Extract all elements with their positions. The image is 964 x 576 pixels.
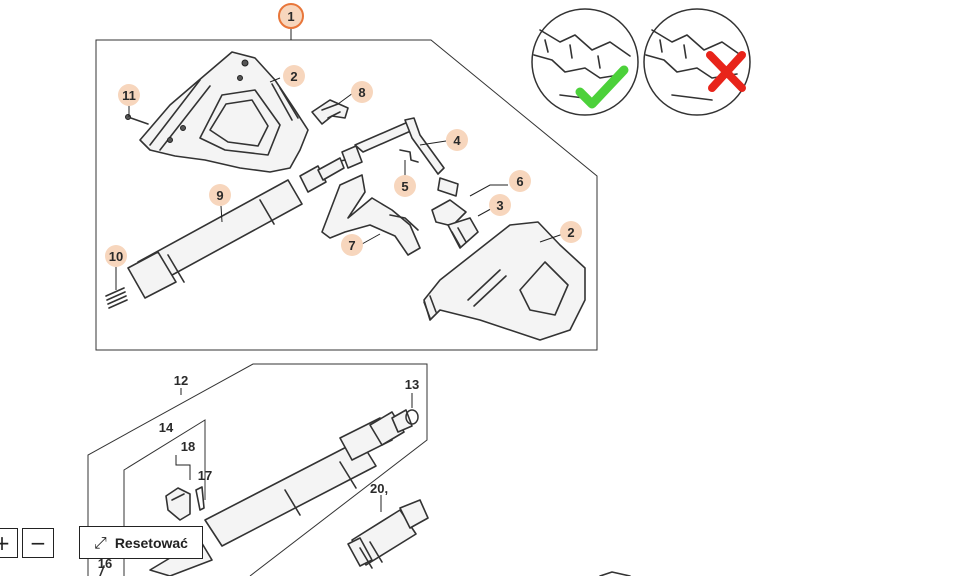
expand-icon: ⤢ (94, 532, 107, 552)
assembly-12-frame (87, 363, 428, 576)
spring-part (105, 287, 128, 309)
svg-text:1: 1 (287, 9, 294, 24)
pin-part (399, 149, 419, 163)
bottom-part-stub (599, 571, 631, 576)
minus-icon: − (29, 531, 47, 555)
callout-1: 1 (278, 3, 304, 29)
reset-label: Resetować (114, 534, 188, 551)
correct-installation-indicator (531, 8, 639, 116)
leader-18 (175, 455, 191, 480)
wrong-installation-indicator (643, 8, 751, 116)
callout-5: 5 (394, 175, 416, 197)
handle-half-left (139, 51, 309, 173)
callout-6: 6 (509, 170, 531, 192)
leader-lines (115, 77, 564, 290)
label-17: 17 (198, 468, 212, 483)
assembly-1-frame (95, 27, 598, 351)
trigger-part (321, 174, 421, 256)
callout-8: 8 (351, 81, 373, 103)
callout-9: 9 (209, 184, 231, 206)
zoom-in-button[interactable]: + (0, 528, 18, 558)
callout-7: 7 (341, 234, 363, 256)
svg-text:2: 2 (567, 225, 574, 240)
label-14: 14 (159, 420, 174, 435)
svg-text:3: 3 (496, 198, 503, 213)
zoom-out-button[interactable]: − (22, 528, 54, 558)
svg-text:9: 9 (216, 188, 223, 203)
plus-icon: + (0, 531, 11, 555)
svg-text:10: 10 (109, 249, 123, 264)
clip-18-part (165, 487, 191, 521)
callout-11: 11 (118, 84, 140, 106)
svg-text:2: 2 (290, 69, 297, 84)
svg-text:6: 6 (516, 174, 523, 189)
svg-text:5: 5 (401, 179, 408, 194)
label-12: 12 (174, 373, 188, 388)
part-16-stub (99, 565, 105, 576)
o-ring-part (405, 393, 419, 425)
reset-zoom-button[interactable]: ⤢ Resetować (79, 526, 203, 559)
callout-3: 3 (489, 194, 511, 216)
clip-part (311, 99, 349, 125)
callout-10: 10 (105, 245, 127, 267)
tube-part (335, 117, 445, 175)
callout-2-left: 2 (283, 65, 305, 87)
lance-tube-part (127, 157, 345, 299)
pin-17-part (195, 486, 205, 511)
svg-text:11: 11 (122, 88, 136, 103)
svg-text:7: 7 (348, 238, 355, 253)
callout-4: 4 (446, 129, 468, 151)
svg-text:4: 4 (453, 133, 461, 148)
label-20: 20, (370, 481, 388, 496)
callout-2-right: 2 (560, 221, 582, 243)
nozzle-part (347, 495, 429, 569)
label-13: 13 (405, 377, 419, 392)
label-16: 16 (98, 556, 112, 571)
handle-half-right (423, 221, 586, 341)
svg-text:8: 8 (358, 85, 365, 100)
valve-assembly-part (431, 177, 479, 249)
label-18: 18 (181, 439, 195, 454)
